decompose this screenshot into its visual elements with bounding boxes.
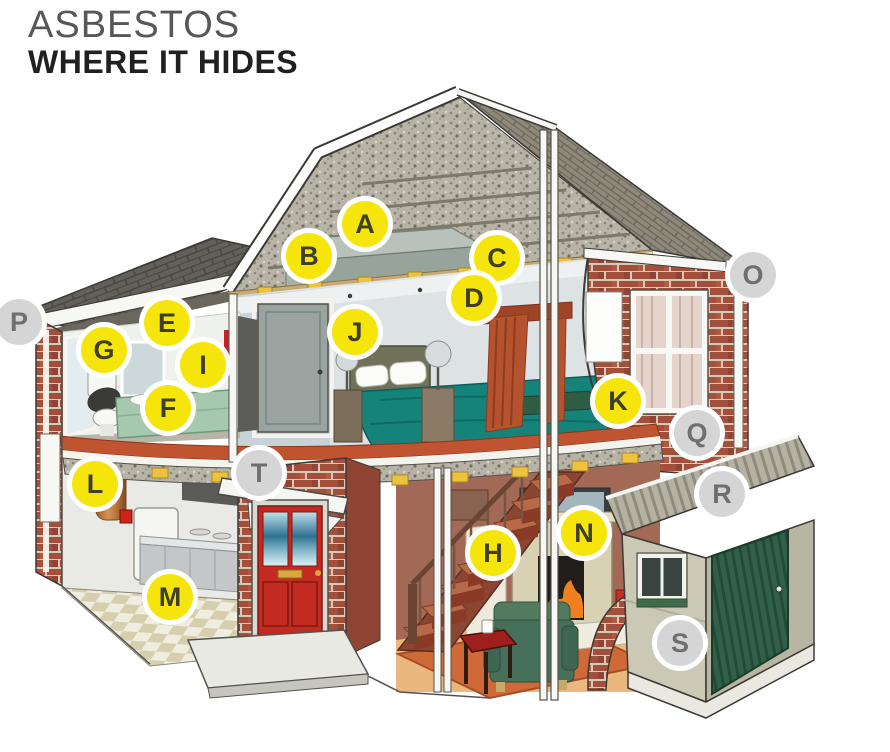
shed-base (627, 642, 815, 719)
marker-G[interactable]: G (81, 327, 127, 373)
marker-A[interactable]: A (342, 201, 388, 247)
marker-E[interactable]: E (144, 300, 190, 346)
marker-R[interactable]: R (699, 471, 745, 517)
front-door (251, 499, 329, 647)
shed-window (636, 552, 688, 608)
side-table (458, 619, 518, 694)
front-step (186, 629, 370, 699)
marker-N[interactable]: N (561, 510, 607, 556)
marker-B[interactable]: B (286, 233, 332, 279)
right-wing-window (629, 289, 709, 415)
marker-M[interactable]: M (147, 574, 193, 620)
marker-Q[interactable]: Q (674, 410, 720, 456)
marker-H[interactable]: H (470, 530, 516, 576)
left-brick-wall (35, 316, 63, 588)
marker-L[interactable]: L (72, 461, 118, 507)
bedroom (232, 252, 656, 465)
marker-I[interactable]: I (180, 342, 226, 388)
marker-O[interactable]: O (730, 252, 776, 298)
front-porch (186, 457, 381, 699)
marker-S[interactable]: S (657, 620, 703, 666)
marker-C[interactable]: C (474, 235, 520, 281)
marker-F[interactable]: F (145, 385, 191, 431)
shed-door (711, 528, 789, 696)
marker-T[interactable]: T (236, 450, 282, 496)
title-line2: WHERE IT HIDES (28, 43, 299, 80)
base-outlines (61, 332, 491, 699)
marker-P[interactable]: P (0, 299, 42, 345)
marker-J[interactable]: J (332, 309, 378, 355)
marker-D[interactable]: D (451, 275, 497, 321)
bedside-lamps (333, 340, 455, 443)
page-title: ASBESTOS WHERE IT HIDES (28, 4, 299, 80)
title-line1: ASBESTOS (28, 4, 241, 46)
marker-K[interactable]: K (595, 378, 641, 424)
cutaway-posts (228, 129, 559, 701)
